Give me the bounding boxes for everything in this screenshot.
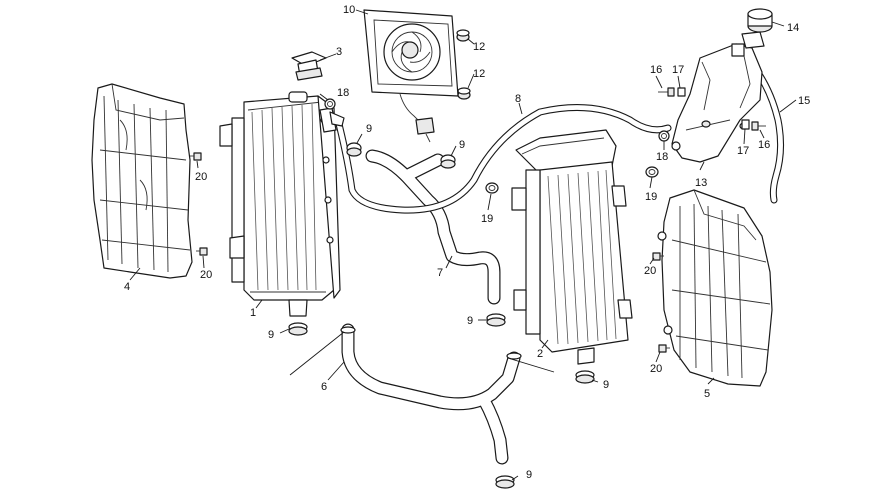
- callout-13: 13: [695, 177, 707, 189]
- callout-20-upper-left: 20: [195, 171, 207, 183]
- radiator-cap: [291, 51, 327, 81]
- expansion-tank: [671, 31, 765, 163]
- hose-clamp-9-c: [288, 322, 308, 336]
- callout-12-upper: 12: [473, 41, 485, 53]
- callout-17-upper: 17: [672, 64, 684, 76]
- bolt-16-lower: [751, 121, 766, 131]
- hose-clamp-9-b: [440, 154, 456, 169]
- callout-16-lower: 16: [758, 139, 770, 151]
- callout-9-bottom: 9: [526, 469, 532, 481]
- cooling-fan: [363, 9, 459, 143]
- left-radiator-outlet: [319, 107, 345, 133]
- overflow-hose: [746, 58, 785, 204]
- callout-7: 7: [437, 267, 443, 279]
- callout-9-center-upper: 9: [459, 139, 465, 151]
- callout-6: 6: [321, 381, 327, 393]
- bolt-20-lower-right: [658, 344, 670, 353]
- hose-clamp-9-a: [346, 142, 362, 157]
- lower-y-hose: [340, 323, 522, 465]
- callout-4: 4: [124, 281, 130, 293]
- hose-clamp-9-e: [575, 370, 595, 384]
- upper-hose: [365, 149, 501, 305]
- grommet-12-lower: [457, 87, 471, 100]
- bolt-16-upper: [658, 87, 675, 97]
- right-radiator-shroud: [657, 189, 773, 387]
- clip-17-lower: [741, 119, 750, 130]
- callout-9-left-lower: 9: [268, 329, 274, 341]
- left-radiator-shroud: [91, 83, 193, 279]
- grommet-12-upper: [456, 29, 470, 42]
- bolt-20-upper-left: [190, 152, 202, 161]
- callout-20-lower-right: 20: [650, 363, 662, 375]
- callout-3: 3: [336, 46, 342, 58]
- callout-14: 14: [787, 22, 799, 34]
- callout-20-lower-left: 20: [200, 269, 212, 281]
- callout-1: 1: [250, 307, 256, 319]
- small-clamp-18-left: [324, 98, 336, 110]
- callout-19-right: 19: [645, 191, 657, 203]
- callout-12-lower: 12: [473, 68, 485, 80]
- callout-20-upper-right: 20: [644, 265, 656, 277]
- callout-9-center-lower: 9: [467, 315, 473, 327]
- callout-9-left-upper: 9: [366, 123, 372, 135]
- tank-cap: [747, 8, 773, 33]
- small-clamp-19-right: [645, 166, 659, 178]
- callout-16-upper: 16: [650, 64, 662, 76]
- callout-9-right-lower: 9: [603, 379, 609, 391]
- callout-8: 8: [515, 93, 521, 105]
- leader-lines: [129, 9, 797, 481]
- hose-clamp-9-d: [486, 313, 506, 327]
- right-radiator: [511, 129, 633, 365]
- callout-10: 10: [343, 4, 355, 16]
- callout-labels: 4 20 20 1 9 3 18 9 10 12 12 9 19 7 8 9 2…: [124, 4, 810, 481]
- hose-clamp-9-f: [495, 475, 515, 489]
- clip-17-upper: [677, 87, 686, 97]
- long-thin-hose: [334, 104, 672, 214]
- callout-2: 2: [537, 348, 543, 360]
- left-radiator: [219, 91, 341, 317]
- callout-15: 15: [798, 95, 810, 107]
- bolt-20-upper-right: [652, 252, 664, 261]
- callout-5: 5: [704, 388, 710, 400]
- callout-17-lower: 17: [737, 145, 749, 157]
- callout-18-left: 18: [337, 87, 349, 99]
- small-clamp-18-right: [658, 130, 670, 142]
- callout-19-left: 19: [481, 213, 493, 225]
- callout-18-right: 18: [656, 151, 668, 163]
- small-clamp-19-left: [485, 182, 499, 194]
- bolt-20-lower-left: [196, 247, 208, 256]
